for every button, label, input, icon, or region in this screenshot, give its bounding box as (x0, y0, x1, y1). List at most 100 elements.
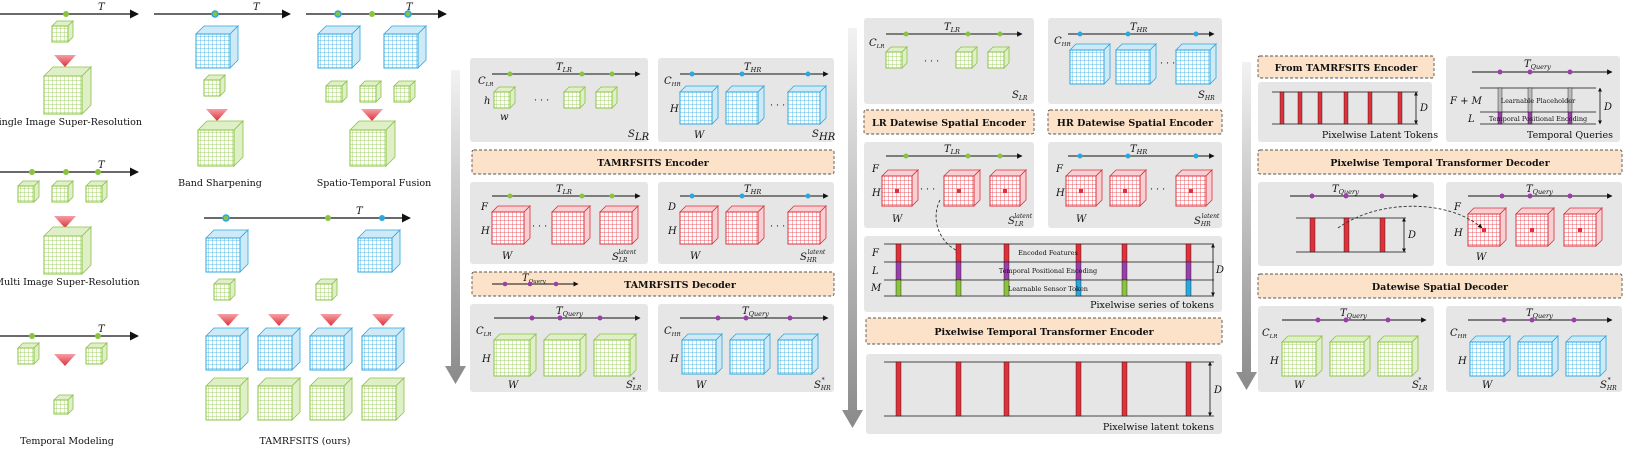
image-cube (1563, 207, 1603, 247)
image-cube (51, 20, 74, 43)
image-cube (17, 180, 40, 203)
svg-text:W: W (1476, 252, 1487, 263)
svg-text:w: w (500, 112, 509, 123)
image-cube (383, 25, 427, 69)
image-cube (357, 229, 401, 273)
image-cube (197, 120, 244, 167)
token-column (1003, 243, 1010, 297)
hr-spatial-encoder-box (1047, 109, 1223, 135)
svg-text:D: D (1419, 103, 1428, 114)
lr-spatial-encoder-box (863, 109, 1035, 135)
image-cube (309, 327, 353, 371)
image-cube (943, 169, 981, 207)
svg-text:D: D (1213, 385, 1222, 396)
svg-text:W: W (1076, 214, 1087, 225)
svg-text:W: W (892, 214, 903, 225)
image-cube (1281, 335, 1323, 377)
latent-token (1075, 361, 1082, 417)
svg-text:h: h (484, 96, 490, 107)
latent-token (1185, 361, 1192, 417)
svg-text:H: H (1269, 356, 1279, 367)
tamrfsits-decoder-box (471, 271, 835, 297)
svg-text:LR: LR (634, 132, 650, 143)
decoded-token (1343, 217, 1350, 253)
svg-text:F: F (871, 248, 880, 259)
svg-text:· · ·: · · · (1160, 58, 1175, 69)
image-cube (725, 205, 765, 245)
token-column (1075, 243, 1082, 297)
hr-spatial-encoder-label: HR Datewise Spatial Encoder (1057, 118, 1214, 129)
image-cube (679, 85, 719, 125)
image-cube (1115, 43, 1157, 85)
svg-text:· · ·: · · · (924, 56, 939, 67)
spatial-decoder-box (1257, 273, 1623, 299)
image-cube (349, 120, 396, 167)
tamrfsits-decoder-label: TAMRFSITS Decoder (624, 280, 737, 291)
image-cube (359, 80, 382, 103)
image-cube (361, 327, 405, 371)
image-cube (989, 169, 1027, 207)
time-label: T (98, 2, 106, 13)
image-cube (317, 25, 361, 69)
image-cube (725, 85, 765, 125)
image-cube (203, 74, 226, 97)
svg-text:W: W (690, 251, 701, 262)
svg-text:W: W (502, 251, 513, 262)
svg-text:H: H (669, 354, 679, 365)
image-cube (205, 377, 249, 421)
image-cube (205, 327, 249, 371)
latent-token (1343, 91, 1349, 125)
svg-text:M: M (870, 283, 882, 294)
svg-text:· · ·: · · · (534, 95, 549, 106)
svg-text:W: W (694, 130, 705, 141)
latent-token (1397, 91, 1403, 125)
series-caption: Pixelwise series of tokens (1090, 300, 1214, 311)
query-column (1567, 87, 1573, 125)
query-column (1527, 87, 1533, 125)
task-overview: T Single Image Super-Resolution T Multi … (0, 2, 447, 447)
task-stf-label: Spatio-Temporal Fusion (317, 178, 431, 189)
image-cube (491, 205, 531, 245)
image-cube (257, 377, 301, 421)
image-cube (85, 342, 108, 365)
task-sisr-label: Single Image Super-Resolution (0, 117, 142, 128)
svg-text:D: D (667, 202, 676, 213)
svg-text:D: D (1603, 102, 1612, 113)
image-cube (43, 66, 92, 115)
image-cube (315, 278, 338, 301)
image-cube (1515, 207, 1555, 247)
svg-text:W: W (508, 380, 519, 391)
svg-text:· · ·: · · · (770, 100, 785, 111)
image-cube (17, 342, 40, 365)
svg-text:S: S (812, 129, 819, 140)
image-cube (205, 229, 249, 273)
svg-text:H: H (480, 226, 490, 237)
svg-text:W: W (1294, 380, 1305, 391)
image-cube (85, 180, 108, 203)
encoder-detail: TLR CLR · · · SLR THR CHR · · · SHR LR D… (842, 18, 1224, 434)
latent-token (955, 361, 962, 417)
from-encoder-box (1257, 55, 1435, 79)
svg-text:F: F (480, 202, 489, 213)
image-cube (257, 327, 301, 371)
svg-text:W: W (1482, 380, 1493, 391)
image-cube (309, 377, 353, 421)
image-cube (551, 205, 591, 245)
spatial-decoder-label: Datewise Spatial Decoder (1372, 282, 1509, 293)
image-cube (43, 226, 92, 275)
image-cube (213, 278, 236, 301)
latent-token (1367, 91, 1373, 125)
temporal-pe-label: Temporal Positional Encoding (999, 267, 1097, 275)
token-column (1121, 243, 1128, 297)
sensor-token-label: Learnable Sensor Token (1008, 285, 1088, 293)
task-misr-label: Multi Image Super-Resolution (0, 277, 140, 288)
temporal-encoder-label: Pixelwise Temporal Transformer Encoder (934, 327, 1154, 338)
image-cube (1467, 207, 1507, 247)
placeholder-label: Learnable Placeholder (1501, 97, 1576, 105)
svg-text:H: H (669, 104, 679, 115)
image-cube (361, 377, 405, 421)
query-column (1497, 87, 1503, 125)
svg-text:F: F (1055, 164, 1064, 175)
latent-token (895, 361, 902, 417)
